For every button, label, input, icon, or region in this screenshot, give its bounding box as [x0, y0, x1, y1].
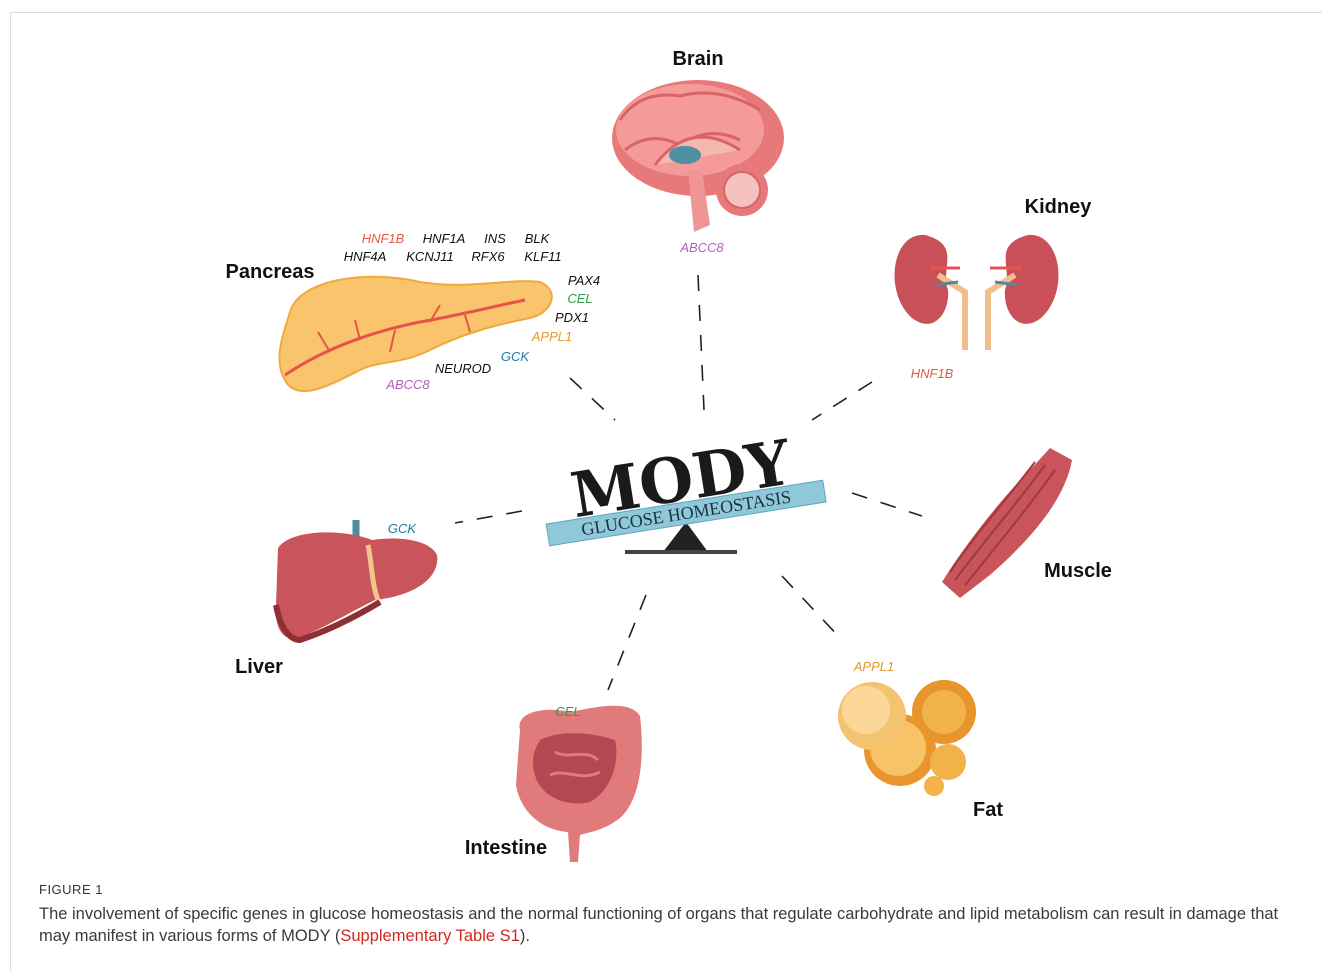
intestine-label: Intestine	[465, 837, 547, 859]
mody-balance: GLUCOSE HOMEOSTASIS MODY	[537, 421, 826, 554]
gene-pancreas-klf11: KLF11	[524, 249, 561, 264]
gene-pancreas-cel: CEL	[567, 291, 592, 306]
gene-pancreas-neurod: NEUROD	[435, 361, 491, 376]
gene-pancreas-pax4: PAX4	[568, 273, 600, 288]
brain-illustration	[612, 80, 784, 232]
gene-pancreas-appl1: APPL1	[531, 329, 572, 344]
fat-label: Fat	[973, 799, 1003, 821]
gene-pancreas-blk: BLK	[525, 231, 551, 246]
gene-pancreas-hnf1a: HNF1A	[423, 231, 466, 246]
kidney-label: Kidney	[1025, 196, 1093, 218]
gene-intestine-cel: CEL	[555, 704, 580, 719]
fat-illustration	[838, 680, 976, 796]
caption-text: The involvement of specific genes in glu…	[39, 903, 1289, 947]
connector-kidney	[812, 382, 872, 420]
gene-pancreas-kcnj11: KCNJ11	[406, 249, 453, 264]
pancreas-label: Pancreas	[226, 261, 315, 283]
gene-kidney-hnf1b: HNF1B	[911, 366, 954, 381]
connector-liver	[455, 511, 522, 523]
muscle-label: Muscle	[1044, 560, 1112, 582]
supplementary-table-link[interactable]: Supplementary Table S1	[340, 927, 519, 945]
connector-fat	[782, 576, 842, 640]
figure-label: FIGURE 1	[39, 882, 1289, 897]
caption-end: ).	[520, 927, 530, 945]
figure-caption: FIGURE 1 The involvement of specific gen…	[39, 882, 1289, 947]
caption-body: The involvement of specific genes in glu…	[39, 905, 1278, 945]
liver-label: Liver	[235, 656, 283, 678]
brain-label: Brain	[672, 48, 723, 70]
gene-pancreas-gck: GCK	[501, 349, 531, 364]
gene-pancreas-pdx1: PDX1	[555, 310, 589, 325]
pancreas-illustration	[279, 277, 551, 391]
gene-pancreas-hnf4a: HNF4A	[344, 249, 387, 264]
gene-liver-gck: GCK	[388, 521, 418, 536]
mody-diagram: GLUCOSE HOMEOSTASIS MODY Brain ABCC8 Kid…	[0, 0, 1322, 870]
gene-pancreas-hnf1b: HNF1B	[362, 231, 405, 246]
kidney-illustration	[895, 235, 1059, 350]
liver-illustration	[276, 520, 438, 640]
gene-pancreas-abcc8: ABCC8	[385, 377, 430, 392]
connector-pancreas	[570, 378, 615, 420]
fulcrum-base	[625, 550, 737, 554]
connector-intestine	[608, 595, 646, 690]
connector-brain	[698, 275, 704, 410]
gene-fat-appl1: APPL1	[853, 659, 894, 674]
gene-pancreas-ins: INS	[484, 231, 506, 246]
gene-brain-abcc8: ABCC8	[679, 240, 724, 255]
connector-muscle	[852, 493, 922, 516]
gene-pancreas-rfx6: RFX6	[471, 249, 505, 264]
